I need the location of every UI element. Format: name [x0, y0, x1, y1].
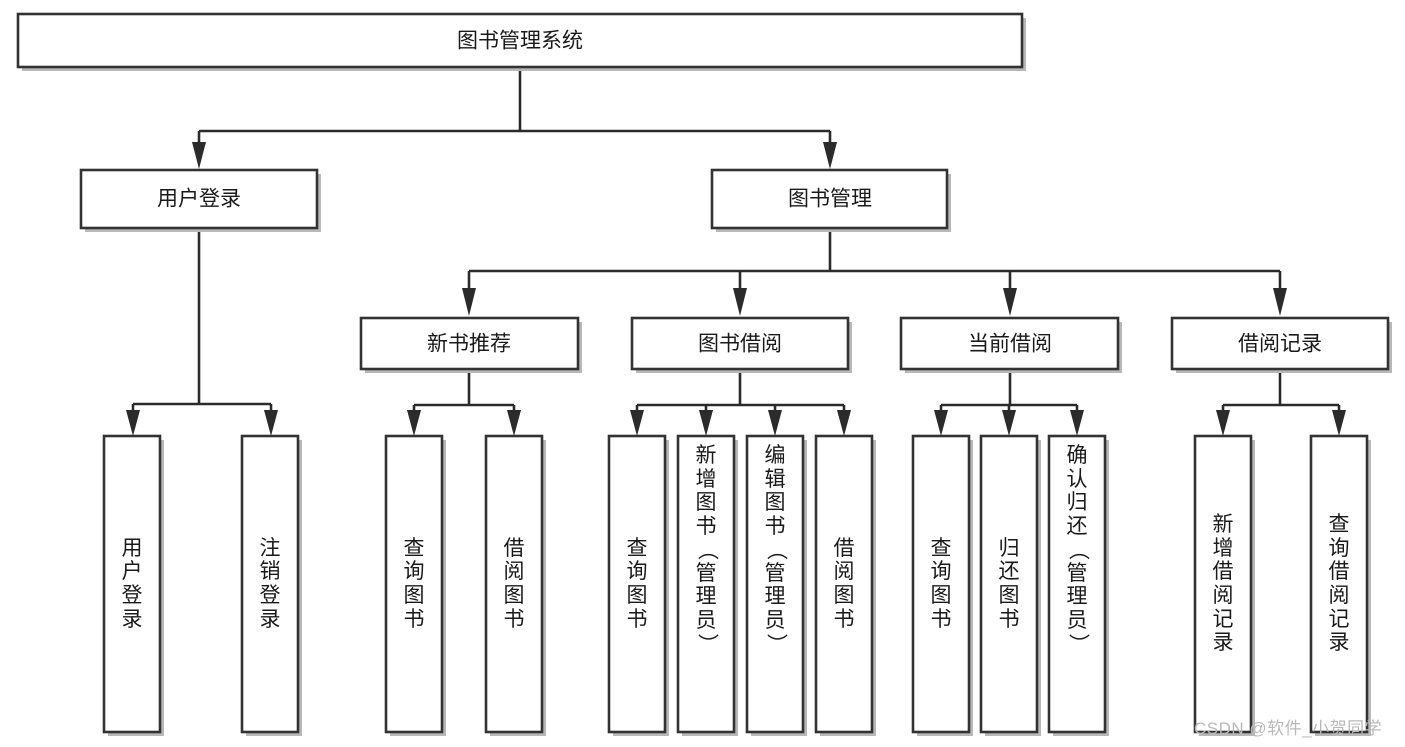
arrow-current-borrow [1003, 288, 1017, 316]
arrow-bb-edit-book [768, 410, 782, 436]
leaf-cb-query-book[interactable] [911, 434, 973, 736]
arrow-nb-borrow-book [507, 410, 521, 436]
leaf-user-login-logout-box[interactable] [240, 434, 300, 734]
leaf-bb-query-book[interactable] [607, 434, 669, 736]
connector-book-mgmt-to-level3 [462, 232, 1287, 316]
leaf-bb-edit-book[interactable] [745, 434, 807, 736]
arrow-leaf-user-login [126, 410, 140, 436]
leaf-bb-add-book-box[interactable] [676, 434, 736, 734]
arrow-cb-confirm-return [1070, 410, 1084, 436]
leaf-bb-borrow-book[interactable] [814, 434, 876, 736]
leaf-cb-confirm-return-box[interactable] [1047, 434, 1107, 734]
connector-current-borrow-to-leaves [934, 373, 1084, 436]
node-new-book-recommend-box[interactable] [359, 316, 580, 371]
arrow-leaf-logout [264, 410, 278, 436]
leaf-user-login-logout[interactable] [240, 434, 302, 736]
arrow-nb-query-book [407, 410, 421, 436]
node-new-book-recommend-label: 新书推荐 [427, 333, 511, 356]
connector-book-borrow-to-leaves [630, 373, 851, 436]
leaf-user-login-login-box[interactable] [102, 434, 162, 734]
node-book-borrow-box[interactable] [630, 316, 850, 371]
leaf-nb-borrow-book-box[interactable] [484, 434, 544, 734]
node-current-borrow[interactable]: 当前借阅 [899, 316, 1122, 373]
leaf-cb-return-book[interactable] [979, 434, 1041, 736]
connector-new-book-to-leaves [407, 373, 521, 436]
leaf-cb-confirm-return[interactable] [1047, 434, 1109, 736]
connector-user-login-to-leaves [126, 232, 278, 436]
leaf-br-query-record-box[interactable] [1309, 434, 1369, 734]
node-borrow-record[interactable]: 借阅记录 [1170, 316, 1392, 373]
arrow-cb-return-book [1002, 410, 1016, 436]
node-user-login[interactable]: 用户登录 [79, 168, 321, 232]
leaf-bb-edit-book-box[interactable] [745, 434, 805, 734]
arrow-bb-borrow-book [837, 410, 851, 436]
connector-root-to-level2 [192, 67, 837, 169]
arrow-borrow-record [1273, 288, 1287, 316]
node-book-management-label: 图书管理 [788, 188, 872, 211]
leaf-cb-return-book-box[interactable] [979, 434, 1039, 734]
node-root-label: 图书管理系统 [457, 30, 583, 53]
arrow-book-mgmt [823, 142, 837, 169]
arrow-br-add-record [1216, 410, 1230, 436]
leaf-user-login-login[interactable] [102, 434, 164, 736]
node-book-borrow[interactable]: 图书借阅 [630, 316, 852, 373]
node-user-login-box[interactable] [79, 168, 319, 230]
arrow-bb-query-book [630, 410, 644, 436]
arrow-bb-add-book [699, 410, 713, 436]
leaf-br-query-record[interactable] [1309, 434, 1371, 736]
arrow-user-login [192, 142, 206, 169]
leaf-cb-query-book-box[interactable] [911, 434, 971, 734]
connector-borrow-record-to-leaves [1216, 373, 1346, 436]
arrow-book-borrow [733, 288, 747, 316]
node-borrow-record-label: 借阅记录 [1238, 333, 1322, 356]
leaf-bb-borrow-book-box[interactable] [814, 434, 874, 734]
node-current-borrow-box[interactable] [899, 316, 1120, 371]
arrow-br-query-record [1332, 410, 1346, 436]
node-root-box[interactable] [16, 12, 1024, 69]
node-root[interactable]: 图书管理系统 [16, 12, 1026, 71]
leaf-nb-query-book-box[interactable] [384, 434, 444, 734]
node-book-management[interactable]: 图书管理 [710, 168, 951, 232]
node-borrow-record-box[interactable] [1170, 316, 1390, 371]
leaf-bb-query-book-box[interactable] [607, 434, 667, 734]
arrow-new-book-recommend [462, 288, 476, 316]
node-new-book-recommend[interactable]: 新书推荐 [359, 316, 582, 373]
node-current-borrow-label: 当前借阅 [968, 333, 1052, 356]
node-book-borrow-label: 图书借阅 [698, 333, 782, 356]
node-book-management-box[interactable] [710, 168, 949, 230]
leaf-nb-query-book[interactable] [384, 434, 446, 736]
leaf-bb-add-book[interactable] [676, 434, 738, 736]
leaf-br-add-record[interactable] [1193, 434, 1255, 736]
arrow-cb-query-book [934, 410, 948, 436]
leaf-br-add-record-box[interactable] [1193, 434, 1253, 734]
leaf-nb-borrow-book[interactable] [484, 434, 546, 736]
node-user-login-label: 用户登录 [157, 188, 241, 211]
